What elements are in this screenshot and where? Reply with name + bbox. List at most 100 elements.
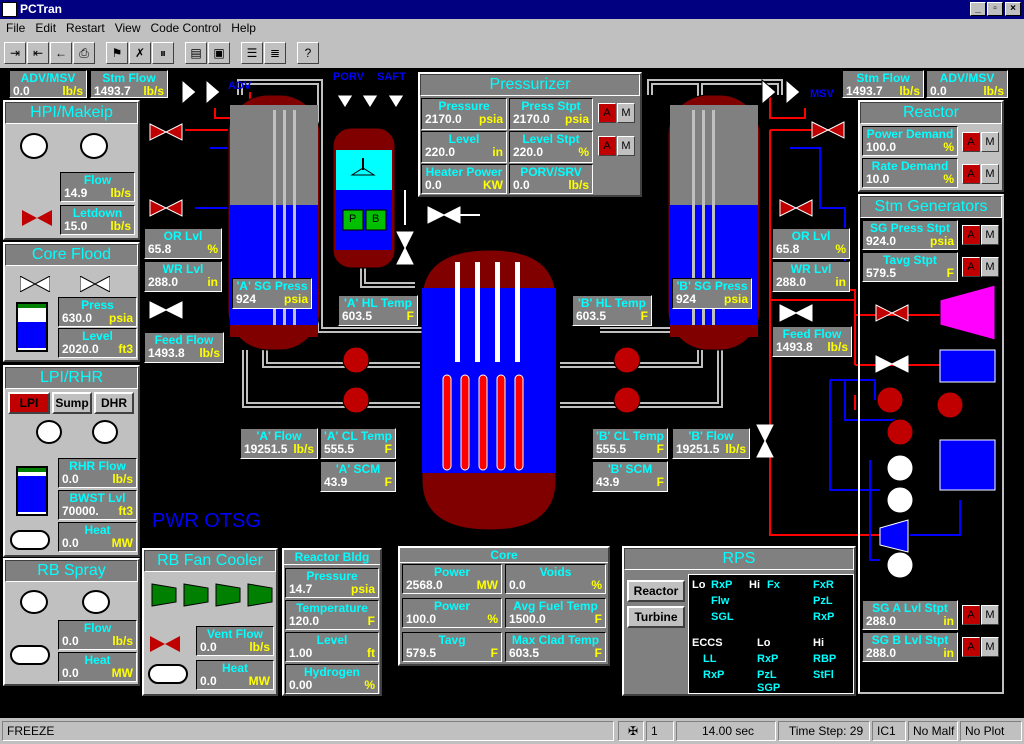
help-icon[interactable]: ? (297, 42, 319, 64)
power-demand-manual-button[interactable]: M (981, 132, 999, 152)
sga-lvl-auto-button[interactable]: A (962, 605, 980, 625)
menu-view[interactable]: View (114, 21, 141, 35)
core-clad-temp-unit: F (594, 646, 602, 660)
app-icon[interactable] (2, 2, 17, 17)
menu-code-control[interactable]: Code Control (150, 21, 222, 35)
rb-pressure-value: 14.7 (289, 582, 313, 596)
menu-help[interactable]: Help (231, 21, 256, 35)
rps-trip-status: Lo RxP Flw SGL Hi Fx FxR PzL RxP ECCS LL… (688, 574, 854, 694)
pzr-pstpt-label: Press Stpt (521, 99, 581, 113)
msv-label: MSV (810, 88, 834, 100)
rate-demand-unit: % (943, 172, 954, 186)
sgb-press-value: 924 (676, 292, 697, 306)
print-icon[interactable]: ⎙ (73, 42, 95, 64)
sgb-lvl-auto-button[interactable]: A (962, 637, 980, 657)
pause-icon[interactable]: ⏸ (152, 42, 174, 64)
letdown-valve-icon[interactable] (22, 210, 52, 226)
sga-lvl-manual-button[interactable]: M (981, 605, 999, 625)
power-demand-auto-button[interactable]: A (962, 132, 980, 152)
stop-icon[interactable]: ✗ (129, 42, 151, 64)
adv-msv-right-unit: lb/s (983, 84, 1004, 98)
fan-damper-valve-icon[interactable] (150, 636, 180, 652)
dhr-button[interactable]: DHR (94, 392, 134, 414)
sump-button[interactable]: Sump (52, 392, 92, 414)
run-icon[interactable]: ⚑ (106, 42, 128, 64)
rate-demand-auto-button[interactable]: A (962, 164, 980, 184)
rps-lo-sgl: SGL (711, 611, 734, 623)
stm-generators-panel: Stm Generators (858, 194, 1004, 694)
turbine-trip-button[interactable]: Turbine (627, 606, 685, 628)
menu-file[interactable]: File (6, 21, 26, 35)
menu-edit[interactable]: Edit (35, 21, 57, 35)
pzr-lstpt-value: 220.0 (513, 145, 544, 159)
open-icon[interactable]: ⇤ (27, 42, 49, 64)
spray-pump-a-icon[interactable] (20, 590, 48, 614)
maximize-button[interactable]: ▫ (987, 2, 1003, 16)
core-power-mw-value: 2568.0 (406, 578, 443, 592)
sga-or-lvl-label: OR Lvl (163, 229, 203, 243)
pzr-press-auto-button[interactable]: A (598, 103, 616, 123)
status-bar (0, 718, 1024, 744)
tavg-auto-button[interactable]: A (962, 257, 980, 277)
pzr-press-manual-button[interactable]: M (617, 103, 635, 123)
sga-feed-flow-label: Feed Flow (154, 333, 214, 347)
spray-pump-b-icon[interactable] (82, 590, 110, 614)
rhr-flow-value: 0.0 (62, 472, 79, 486)
core-voids-unit: % (591, 578, 602, 592)
tavg-manual-button[interactable]: M (981, 257, 999, 277)
hpi-pump-b-icon[interactable] (80, 133, 108, 159)
exit-icon[interactable]: ⇥ (4, 42, 26, 64)
hpi-pump-a-icon[interactable] (20, 133, 48, 159)
plot-icon[interactable]: ▣ (208, 42, 230, 64)
sga-press-value: 924 (236, 292, 257, 306)
sgb-cl-temp-unit: F (656, 442, 664, 456)
rps-hi-fx: Fx (767, 579, 780, 591)
sgb-feed-flow-unit: lb/s (827, 340, 848, 354)
chart-icon[interactable]: ▤ (185, 42, 207, 64)
pzr-heater-b[interactable]: B (372, 213, 380, 225)
sg-press-auto-button[interactable]: A (962, 225, 980, 245)
list-icon[interactable]: ≣ (264, 42, 286, 64)
minimize-button[interactable]: _ (970, 2, 986, 16)
vent-flow-unit: lb/s (249, 640, 270, 654)
pzr-lstpt-label: Level Stpt (522, 132, 580, 146)
lpi-pump-b-icon[interactable] (92, 420, 118, 444)
rate-demand-manual-button[interactable]: M (981, 164, 999, 184)
rb-pressure-label: Pressure (306, 569, 358, 583)
cf-press-value: 630.0 (62, 311, 93, 325)
reactor-trip-button[interactable]: Reactor (627, 580, 685, 602)
table-icon[interactable]: ☰ (241, 42, 263, 64)
cf-valve-a-icon[interactable] (20, 276, 50, 292)
lpi-pump-a-icon[interactable] (36, 420, 62, 444)
sgb-lvl-manual-button[interactable]: M (981, 637, 999, 657)
pzr-heater-p[interactable]: P (349, 213, 357, 225)
power-demand-label: Power Demand (866, 127, 954, 141)
lpi-button[interactable]: LPI (8, 392, 50, 414)
freeze-toggle-icon[interactable]: ✠ (618, 721, 644, 741)
adv-label: ADV (228, 80, 252, 92)
close-button[interactable]: × (1005, 2, 1021, 16)
sg-press-manual-button[interactable]: M (981, 225, 999, 245)
rate-demand-label: Rate Demand (871, 159, 949, 173)
rb-spray-title: RB Spray (5, 560, 138, 582)
menu-restart[interactable]: Restart (66, 21, 105, 35)
fan-cooler-icons[interactable] (150, 582, 275, 608)
cf-valve-b-icon[interactable] (80, 276, 110, 292)
pzr-level-auto-button[interactable]: A (598, 136, 616, 156)
pzr-level-manual-button[interactable]: M (617, 136, 635, 156)
back-icon[interactable]: ← (50, 42, 72, 64)
